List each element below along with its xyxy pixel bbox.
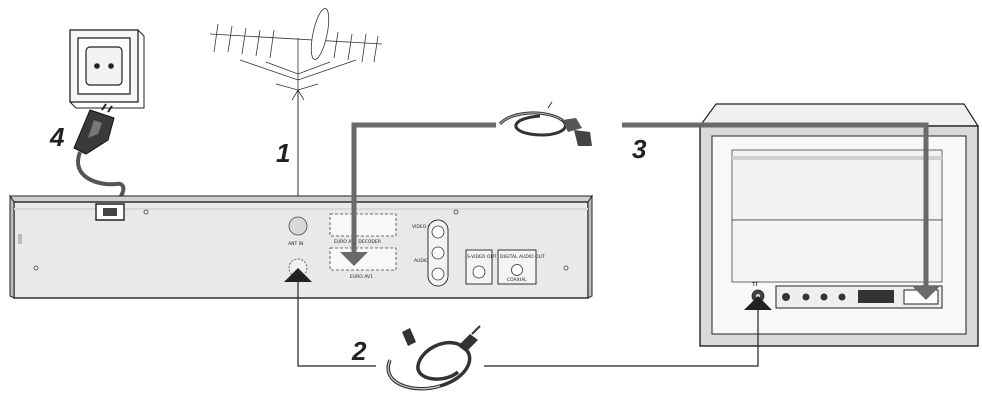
step-number-4: 4 [49,122,65,152]
video-cvbs-label: VIDEO CVBS [412,224,440,230]
scart-arrow-tv [912,286,940,300]
euro-av2-label: EURO AV2 DECODER [334,239,381,245]
power-plug [73,103,115,155]
s-video-out-label: S-VIDEO OUT [467,254,497,260]
antenna-icon [209,8,383,101]
rf-connection-path [297,282,759,367]
digital-audio-out-label: DIGITAL AUDIO OUT [500,254,545,260]
scart-connection-path [351,122,929,292]
wall-socket [69,29,145,109]
audio-label: AUDIO [414,258,429,264]
coaxial-label: COAXIAL [507,277,527,283]
rf-arrow-vcr [284,268,312,282]
scart-arrow-vcr [340,252,368,266]
step-number-2: 2 [351,336,367,366]
ant-in-label: ANT IN [288,241,303,247]
rf-arrow-tv [744,296,772,310]
tv-antenna-symbol: ⲧr [752,279,759,288]
power-cord [76,151,126,206]
rf-cable-icon [386,325,481,391]
euro-av1-label: EURO AV1 [350,274,373,280]
television-rear: ⲧr [698,103,980,347]
scart-cable-icon [498,101,592,146]
step-number-1: 1 [276,138,290,168]
recorder-rear-panel: ANT IN EURO AV2 DECODER EURO AV1 VIDEO C… [9,194,593,299]
step-number-3: 3 [632,134,647,164]
